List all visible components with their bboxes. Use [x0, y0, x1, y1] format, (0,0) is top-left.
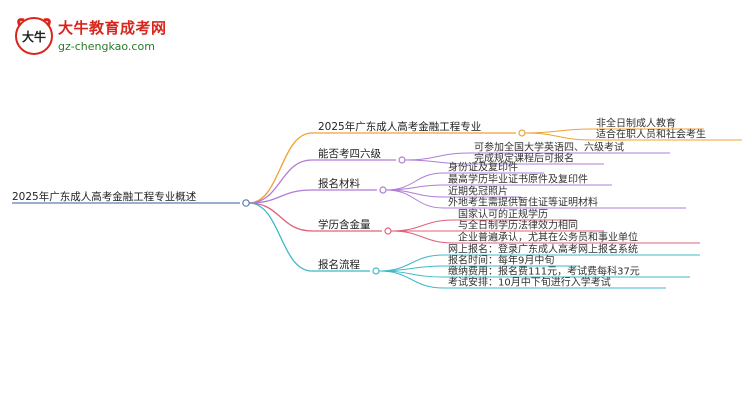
leaf-label: 可参加全国大学英语四、六级考试: [474, 141, 624, 154]
branch-label-4: 学历含金量: [318, 218, 371, 231]
branch-link: [248, 202, 313, 232]
logo-title: 大牛教育成考网: [58, 19, 167, 37]
branch-label-1: 2025年广东成人高考金融工程专业: [318, 120, 481, 133]
branch-connector: [384, 227, 392, 235]
leaf-label: 考试安排：10月中下旬进行入学考试: [448, 276, 611, 289]
leaf-label: 完成规定课程后可报名: [474, 152, 574, 165]
root-node-label: 2025年广东成人高考金融工程专业概述: [12, 190, 197, 203]
branch-link: [248, 189, 313, 204]
leaf-label: 网上报名：登录广东成人高考网上报名系统: [448, 243, 638, 256]
branch-connector: [398, 156, 406, 164]
leaf-link: [404, 152, 471, 161]
branch-link: [248, 132, 313, 204]
leaf-label: 近期免冠照片: [448, 185, 508, 198]
mind-map-links: [12, 128, 742, 289]
leaf-label: 缴纳费用：报名费111元，考试费每科37元: [448, 265, 640, 278]
leaf-link: [524, 128, 593, 134]
leaf-label: 企业普遍承认，尤其在公务员和事业单位: [458, 231, 638, 244]
leaf-link: [524, 132, 593, 141]
leaf-label: 身份证及复印件: [448, 161, 518, 174]
leaf-link: [390, 219, 455, 232]
branch-link: [248, 159, 313, 204]
leaf-link: [390, 230, 455, 244]
leaf-label: 与全日制学历法律效力相同: [458, 219, 578, 232]
branch-connector: [518, 129, 526, 137]
bull-logo-icon: 大牛: [15, 17, 53, 55]
branch-connector: [372, 267, 380, 275]
logo-url: gz-chengkao.com: [58, 40, 155, 53]
mind-map-nodes: 2025年广东成人高考金融工程专业概述 2025年广东成人高考金融工程专业 非全日制…: [12, 117, 706, 289]
leaf-label: 非全日制成人教育: [596, 117, 676, 130]
branch-link: [248, 202, 313, 272]
leaf-link: [404, 159, 471, 165]
leaf-label: 适合在职人员和社会考生: [596, 128, 706, 141]
leaf-link: [378, 270, 445, 289]
leaf-label: 报名时间：每年9月中旬: [448, 254, 554, 267]
branch-label-2: 能否考四六级: [318, 147, 381, 160]
leaf-label: 国家认可的正规学历: [458, 208, 548, 221]
leaf-link: [385, 189, 445, 209]
root-connector: [242, 199, 250, 207]
logo-mark-text: 大牛: [22, 29, 46, 44]
leaf-label: 外地考生需提供暂住证等证明材料: [448, 196, 598, 209]
branch-label-5: 报名流程: [318, 258, 360, 271]
branch-connector: [379, 186, 387, 194]
leaf-label: 最高学历毕业证书原件及复印件: [448, 173, 588, 186]
site-logo[interactable]: 大牛 大牛教育成考网 gz-chengkao.com: [14, 14, 184, 58]
branch-label-3: 报名材料: [318, 177, 360, 190]
